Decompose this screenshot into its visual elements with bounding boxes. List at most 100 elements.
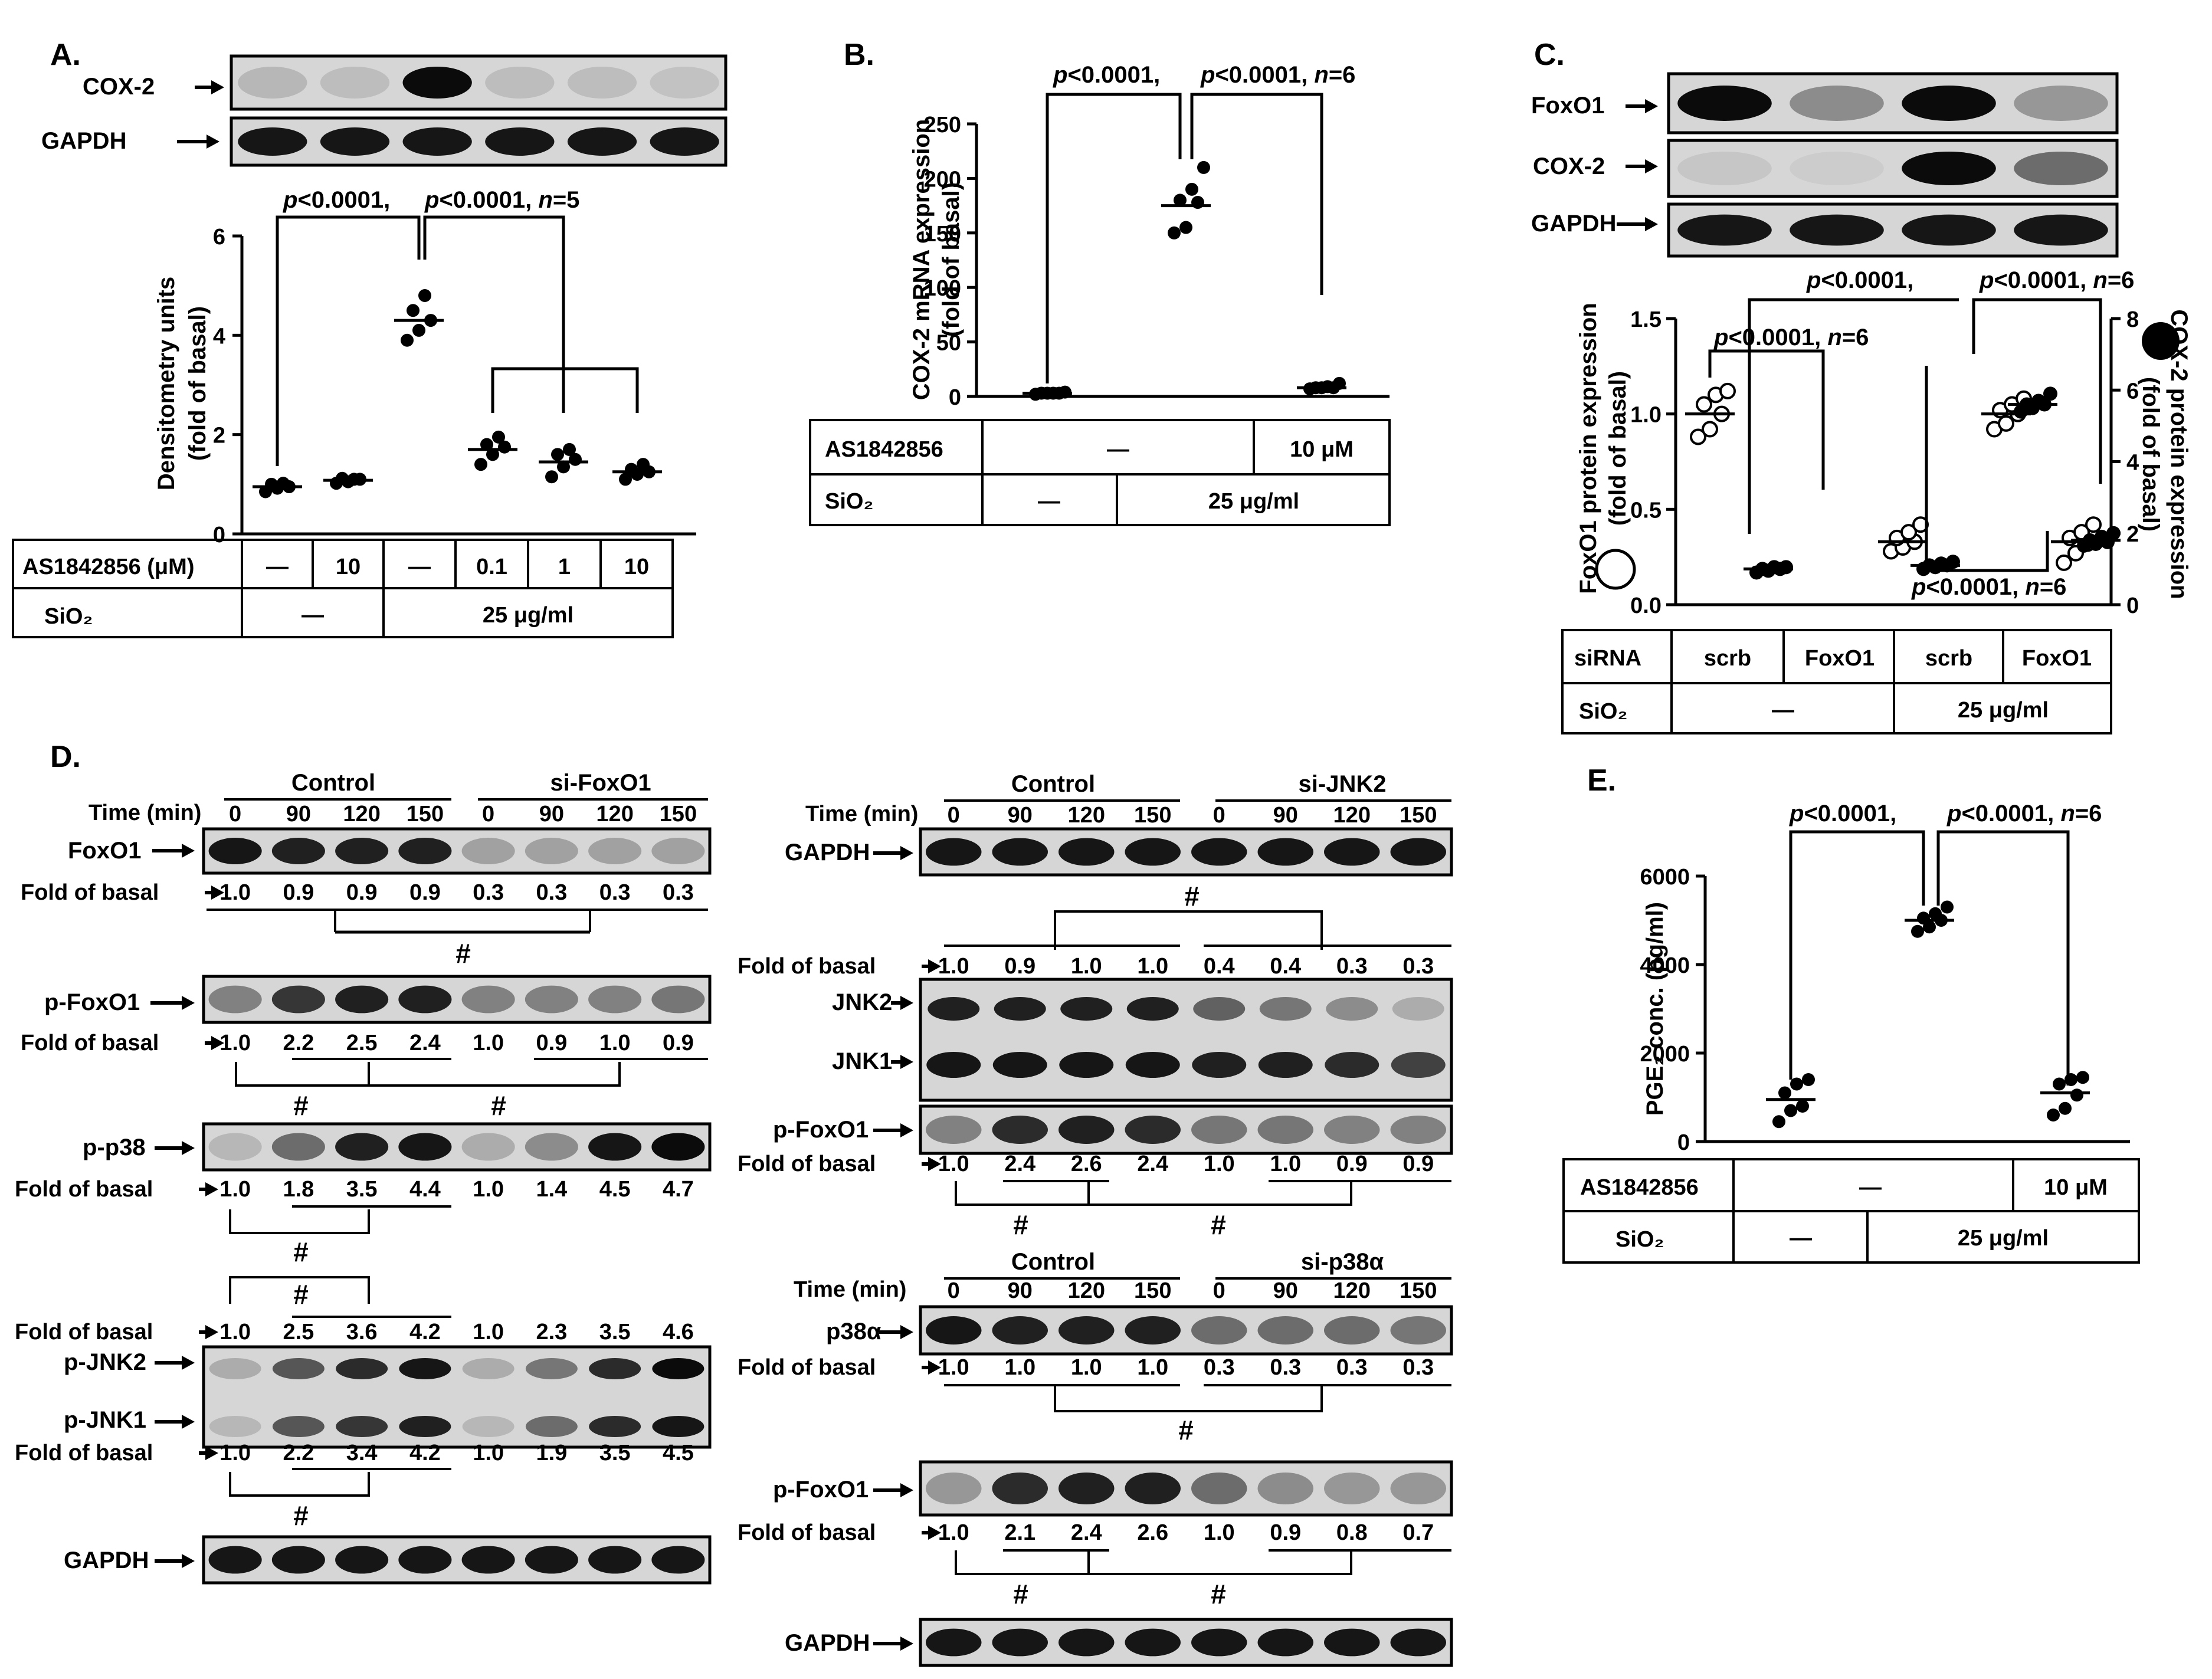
b-ytick-label: 200 (924, 167, 961, 192)
d-right-p38a-fold-label: Fold of basal (738, 1355, 876, 1380)
d-left-pjnk2-arrow-head (182, 1356, 195, 1370)
p-italic: p (1979, 267, 1994, 293)
c-gapdh-blot-band (1902, 214, 1996, 246)
d-left-pjnk1-name: p-JNK1 (64, 1407, 146, 1433)
d-left-gapdh-blot-band (651, 1546, 705, 1574)
n-value: =5 (553, 187, 580, 213)
d-right-p38-pfoxo1-blot-band (1191, 1473, 1247, 1504)
d-right-p38-gapdh-blot-band (926, 1628, 982, 1657)
a-gapdh-name: GAPDH (41, 128, 126, 154)
d-right-p38-pfoxo1-fold-value: 0.7 (1402, 1520, 1434, 1545)
c-cox2-group-0-point (1779, 560, 1793, 575)
d-right-jnk-gapdh-arrow-head (900, 846, 913, 860)
c-foxo1-group-0-point (1719, 382, 1736, 399)
b-table-cell: 25 μg/ml (1208, 489, 1299, 514)
d-left-pjnk1-band (336, 1416, 388, 1437)
d-right-p38-pfoxo1-blot-band (1059, 1473, 1115, 1504)
c-foxo1-group-3-point (2056, 554, 2072, 571)
d-right-p38a-fold-value: 1.0 (938, 1355, 969, 1380)
d-right-p38-pfoxo1-blot-band (1324, 1473, 1380, 1504)
p-value: <0.0001, (297, 187, 390, 213)
d-right-jnk-bracket2 (1087, 1181, 1352, 1206)
c-cox2-blot-band (1677, 152, 1772, 185)
d-left-pp38-blot-band (208, 1133, 262, 1161)
d-right-jnk-fold-value: 1.0 (938, 954, 969, 979)
a-group-2-point (418, 289, 431, 302)
d-right-p38-pfoxo1-fold-value: 2.6 (1137, 1520, 1168, 1545)
a-gapdh-arrow-head (207, 135, 219, 149)
b-ytick-label: 0 (949, 385, 961, 410)
d-left-foxo1-blot-band (208, 838, 262, 864)
c-cox2-blot-band (1902, 152, 1996, 185)
c-ytick-right-label: 6 (2126, 379, 2139, 404)
d-left-foxo1-blot-band (525, 838, 578, 864)
e-table-cell: — (1790, 1226, 1812, 1251)
e-bracket-1 (1789, 830, 1925, 1080)
a-cox2-blot-band (650, 67, 719, 99)
d-right-jnk-fold-value: 0.9 (1004, 954, 1035, 979)
c-foxo1-blot-band (1677, 86, 1772, 121)
d-left-pjnk2-band (525, 1358, 578, 1379)
d-right-p38-gapdh-blot-band (1059, 1628, 1115, 1657)
stat-label: p<0.0001, n=6 (1200, 62, 1355, 88)
d-right-jnk2-band (1392, 997, 1444, 1021)
c-ytick-left-label: 0.5 (1630, 498, 1662, 523)
a-table-row1-label: AS1842856 (μM) (22, 555, 195, 579)
a-cox2-blot-band (402, 67, 472, 99)
n-italic: n (2018, 574, 2040, 600)
n-italic: n (2054, 801, 2075, 827)
stat-label: p<0.0001, n=6 (1946, 801, 2102, 827)
a-table-cell: 1 (558, 555, 571, 579)
panel-b-label: B. (844, 38, 874, 72)
d-right-hash: # (1178, 1415, 1194, 1445)
d-left-time: 90 (286, 802, 311, 827)
d-left-time: 0 (482, 802, 494, 827)
d-right-hash: # (1013, 1209, 1028, 1240)
d-right-jnk2-band (1259, 997, 1312, 1021)
a-cox2-blot-frame (230, 54, 727, 111)
d-right-jnk-fold-value: 0.3 (1336, 954, 1368, 979)
e-bracket-2 (1936, 830, 2070, 1086)
d-right-jnk-pfoxo1-arrow-head (900, 1123, 913, 1137)
c-gapdh-blot-band (1790, 214, 1884, 246)
n-value: =6 (2075, 801, 2102, 827)
d-left-pfoxo1-fold-value: 0.9 (536, 1031, 567, 1055)
d-right-jnk2-band (1060, 997, 1113, 1021)
a-group-2-point (407, 304, 420, 317)
e-group-1-point (1929, 907, 1942, 920)
d-right-jnk1-band (1192, 1052, 1247, 1078)
c-cox2-group-3-point (2106, 526, 2121, 540)
c-table-row2-label: SiO₂ (1579, 699, 1627, 724)
d-left-foxo1-fold-value: 0.3 (536, 880, 567, 905)
b-bracket-1 (1046, 93, 1182, 383)
a-group-2-point (412, 323, 425, 337)
c-table-row1-label: siRNA (1574, 646, 1641, 671)
c-ylabel-right: COX-2 protein expression (2166, 309, 2192, 599)
a-table-cell: — (266, 555, 289, 579)
b-bracket-2 (1190, 93, 1323, 295)
c-table-cell: 25 μg/ml (1958, 698, 2049, 723)
d-left-pjnk1-band (462, 1416, 515, 1437)
d-left-pjnk-top-fold-label: Fold of basal (15, 1320, 153, 1344)
a-ytick-label: 2 (213, 424, 225, 448)
d-left-pfoxo1-fold-value: 0.9 (663, 1031, 694, 1055)
d-left-pjnk-fold-label: Fold of basal (15, 1441, 153, 1465)
a-group-5-point (625, 463, 638, 476)
d-left-pfoxo1-fold-label: Fold of basal (21, 1031, 159, 1055)
d-left-foxo1-blot-band (461, 838, 515, 864)
d-right-p38-pfoxo1-fold-value: 0.8 (1336, 1520, 1368, 1545)
d-left-hash: # (293, 1237, 309, 1267)
e-group-1-point (1917, 911, 1930, 925)
d-left-foxo1-blot-band (398, 838, 452, 864)
a-table-cell: — (302, 603, 324, 628)
e-group-1-point (1911, 924, 1924, 938)
d-left-pjnk-bracket (229, 1472, 370, 1497)
d-left-pfoxo1-fold-value: 2.5 (346, 1031, 378, 1055)
d-left-pjnk-fold-value: 3.5 (599, 1441, 631, 1465)
d-right-jnk-group-sijnk2: si-JNK2 (1299, 771, 1387, 797)
d-right-jnk-time: 120 (1333, 803, 1371, 828)
d-left-pp38-fold-value: 4.5 (599, 1177, 631, 1202)
d-left-foxo1-fold-value: 0.9 (409, 880, 441, 905)
d-right-jnk-gapdh-blot-band (1191, 838, 1247, 866)
